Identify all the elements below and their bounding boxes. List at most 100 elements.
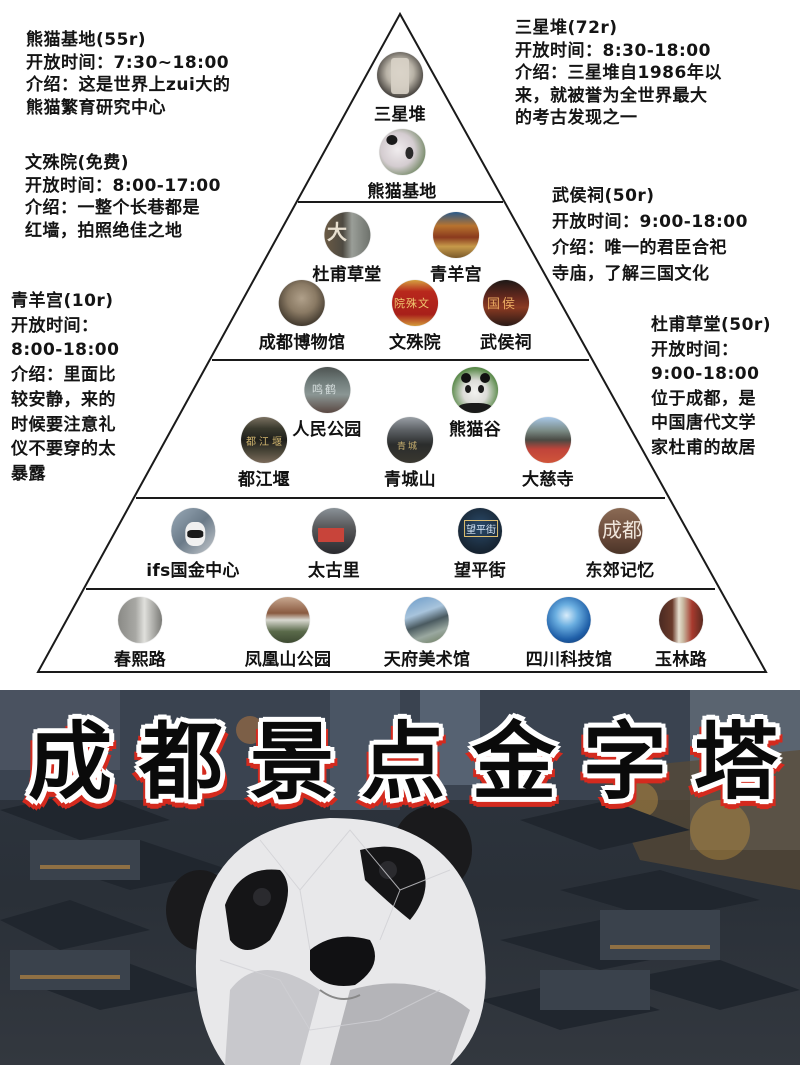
spot-label: 杜甫草堂 bbox=[312, 265, 382, 285]
info-hours: 开放时间：8:30-18:00 bbox=[515, 40, 711, 61]
spot-label: ifs国金中心 bbox=[146, 561, 240, 581]
spot-peoples-park: 鸣鹤 人民公园 bbox=[292, 367, 361, 440]
neon-sign-photo-icon: 望平街 bbox=[458, 508, 502, 554]
info-panda-base: 熊猫基地(55r) 开放时间：7:30~18:00 介绍：这是世界上zui大的 … bbox=[26, 29, 230, 119]
spot-label: 熊猫谷 bbox=[449, 420, 501, 440]
spot-label: 大慈寺 bbox=[522, 470, 574, 490]
panda-photo-icon bbox=[378, 129, 425, 175]
info-hours: 开放时间：7:30~18:00 bbox=[26, 52, 230, 73]
spot-qingyang-palace: 青羊宫 bbox=[430, 212, 482, 285]
title-char: 点 bbox=[360, 713, 445, 811]
spot-qingchengshan: 青城 青城山 bbox=[384, 417, 436, 490]
spot-dujiangyan: 都江堰 都江堰 bbox=[238, 417, 290, 490]
panda-photo-icon bbox=[452, 367, 498, 413]
info-desc: 红墙，拍照绝佳之地 bbox=[25, 220, 183, 241]
info-desc: 位于成都，是 bbox=[651, 388, 756, 409]
spot-ifs: ifs国金中心 bbox=[146, 508, 239, 581]
chengdu-sign-photo-icon: 成都 bbox=[597, 508, 642, 554]
info-wenshu: 文殊院(免费) 开放时间：8:00-17:00 介绍：一整个长巷都是 红墙，拍照… bbox=[25, 152, 221, 242]
info-hours-label: 开放时间： bbox=[11, 315, 99, 336]
park-sign-photo-icon bbox=[266, 597, 310, 643]
spot-panda-base: 熊猫基地 bbox=[367, 129, 436, 202]
info-desc: 介绍：三星堆自1986年以 bbox=[515, 63, 722, 83]
statue-photo-icon: 大 bbox=[323, 212, 370, 258]
title-char: 塔 bbox=[693, 713, 778, 811]
pyramid-outline bbox=[36, 11, 768, 673]
info-title: 三星堆(72r) bbox=[515, 18, 618, 38]
mountain-gate-photo-icon: 青城 bbox=[387, 417, 433, 463]
spot-label: 四川科技馆 bbox=[525, 650, 613, 670]
spot-eastern-suburb-memory: 成都 东郊记忆 bbox=[585, 508, 654, 581]
page-title: 成 都 景 点 金 字 塔 bbox=[28, 712, 778, 812]
info-desc: 较安静，来的 bbox=[11, 389, 116, 410]
info-hours-label: 开放时间： bbox=[651, 339, 739, 360]
info-title: 青羊宫(10r) bbox=[11, 291, 114, 311]
temple-gate-photo-icon bbox=[433, 212, 479, 258]
info-desc: 仪不要穿的太 bbox=[11, 439, 116, 460]
info-desc: 熊猫繁育研究中心 bbox=[26, 97, 166, 118]
info-desc: 来，就被誉为全世界最大 bbox=[515, 85, 708, 106]
city-screen-photo-icon bbox=[312, 508, 356, 554]
info-desc: 的考古发现之一 bbox=[515, 108, 638, 128]
spot-label: 文殊院 bbox=[389, 333, 441, 353]
spot-label: 望平街 bbox=[454, 561, 506, 581]
info-sanxingdui: 三星堆(72r) 开放时间：8:30-18:00 介绍：三星堆自1986年以 来… bbox=[515, 17, 722, 130]
spot-label: 武侯祠 bbox=[480, 333, 532, 353]
title-char: 金 bbox=[471, 713, 556, 811]
spot-label: 成都博物馆 bbox=[258, 333, 346, 353]
title-char: 都 bbox=[138, 713, 223, 811]
info-title: 武侯祠(50r) bbox=[552, 186, 655, 206]
title-banner: 成 都 景 点 金 字 塔 bbox=[0, 690, 800, 1065]
bronze-mask-photo-icon bbox=[377, 52, 423, 98]
spot-yulin-road: 玉林路 bbox=[655, 597, 707, 670]
info-dufu: 杜甫草堂(50r) 开放时间： 9:00-18:00 位于成都，是 中国唐代文学… bbox=[651, 313, 771, 460]
spot-sanxingdui: 三星堆 bbox=[374, 52, 426, 125]
info-title: 熊猫基地(55r) bbox=[26, 30, 147, 50]
spot-dufu-caotang: 大 杜甫草堂 bbox=[312, 212, 381, 285]
info-title: 文殊院(免费) bbox=[25, 153, 130, 173]
spot-label: 凤凰山公园 bbox=[244, 650, 332, 670]
info-wuhou: 武侯祠(50r) 开放时间：9:00-18:00 介绍：唯一的君臣合祀 寺庙，了… bbox=[552, 183, 748, 287]
spot-wuhou-shrine: 国侯 武侯祠 bbox=[480, 280, 532, 353]
info-qingyang: 青羊宫(10r) 开放时间： 8:00-18:00 介绍：里面比 较安静，来的 … bbox=[11, 289, 119, 487]
street-sign-photo-icon bbox=[659, 597, 703, 643]
spot-phoenix-hill-park: 凤凰山公园 bbox=[245, 597, 332, 670]
title-char: 字 bbox=[582, 713, 667, 811]
spot-label: 都江堰 bbox=[238, 470, 290, 490]
spot-daci-temple: 大慈寺 bbox=[522, 417, 574, 490]
info-desc: 中国唐代文学 bbox=[651, 413, 756, 433]
info-hours: 8:00-18:00 bbox=[11, 340, 120, 361]
night-plaque-photo-icon: 国侯 bbox=[483, 280, 529, 326]
spot-label: 玉林路 bbox=[655, 650, 707, 670]
gate-plaque-photo-icon: 都江堰 bbox=[241, 417, 287, 463]
info-desc: 介绍：里面比 bbox=[11, 365, 116, 386]
info-desc: 寺庙，了解三国文化 bbox=[552, 264, 710, 284]
info-desc: 介绍：唯一的君臣合祀 bbox=[552, 238, 727, 258]
info-desc: 暴露 bbox=[11, 463, 46, 484]
stone-plaque-photo-icon: 鸣鹤 bbox=[303, 367, 350, 413]
spot-panda-valley: 熊猫谷 bbox=[449, 367, 501, 440]
building-photo-icon bbox=[118, 597, 162, 643]
spot-label: 东郊记忆 bbox=[585, 561, 655, 581]
sphere-photo-icon bbox=[547, 597, 591, 643]
spot-label: 青城山 bbox=[384, 470, 436, 490]
spot-label: 熊猫基地 bbox=[367, 182, 437, 202]
title-char: 成 bbox=[28, 713, 113, 811]
info-desc: 时候要注意礼 bbox=[11, 414, 116, 435]
title-char: 景 bbox=[249, 713, 334, 811]
spot-label: 人民公园 bbox=[292, 420, 362, 440]
spot-sichuan-science-museum: 四川科技馆 bbox=[526, 597, 613, 670]
info-hours: 开放时间：8:00-17:00 bbox=[25, 175, 221, 196]
spot-chunxi-road: 春熙路 bbox=[114, 597, 166, 670]
museum-photo-icon bbox=[405, 597, 449, 643]
spot-label: 太古里 bbox=[308, 561, 360, 581]
info-desc: 介绍：一整个长巷都是 bbox=[25, 198, 200, 218]
figurine-photo-icon bbox=[279, 280, 325, 326]
red-plaque-photo-icon: 院殊文 bbox=[392, 280, 438, 326]
spot-wangping-street: 望平街 望平街 bbox=[454, 508, 506, 581]
spot-chengdu-museum: 成都博物馆 bbox=[259, 280, 346, 353]
city-panda-photo bbox=[0, 690, 800, 1065]
info-desc: 介绍：这是世界上zui大的 bbox=[26, 75, 231, 95]
spot-label: 天府美术馆 bbox=[383, 650, 471, 670]
spot-taikoo-li: 太古里 bbox=[308, 508, 360, 581]
